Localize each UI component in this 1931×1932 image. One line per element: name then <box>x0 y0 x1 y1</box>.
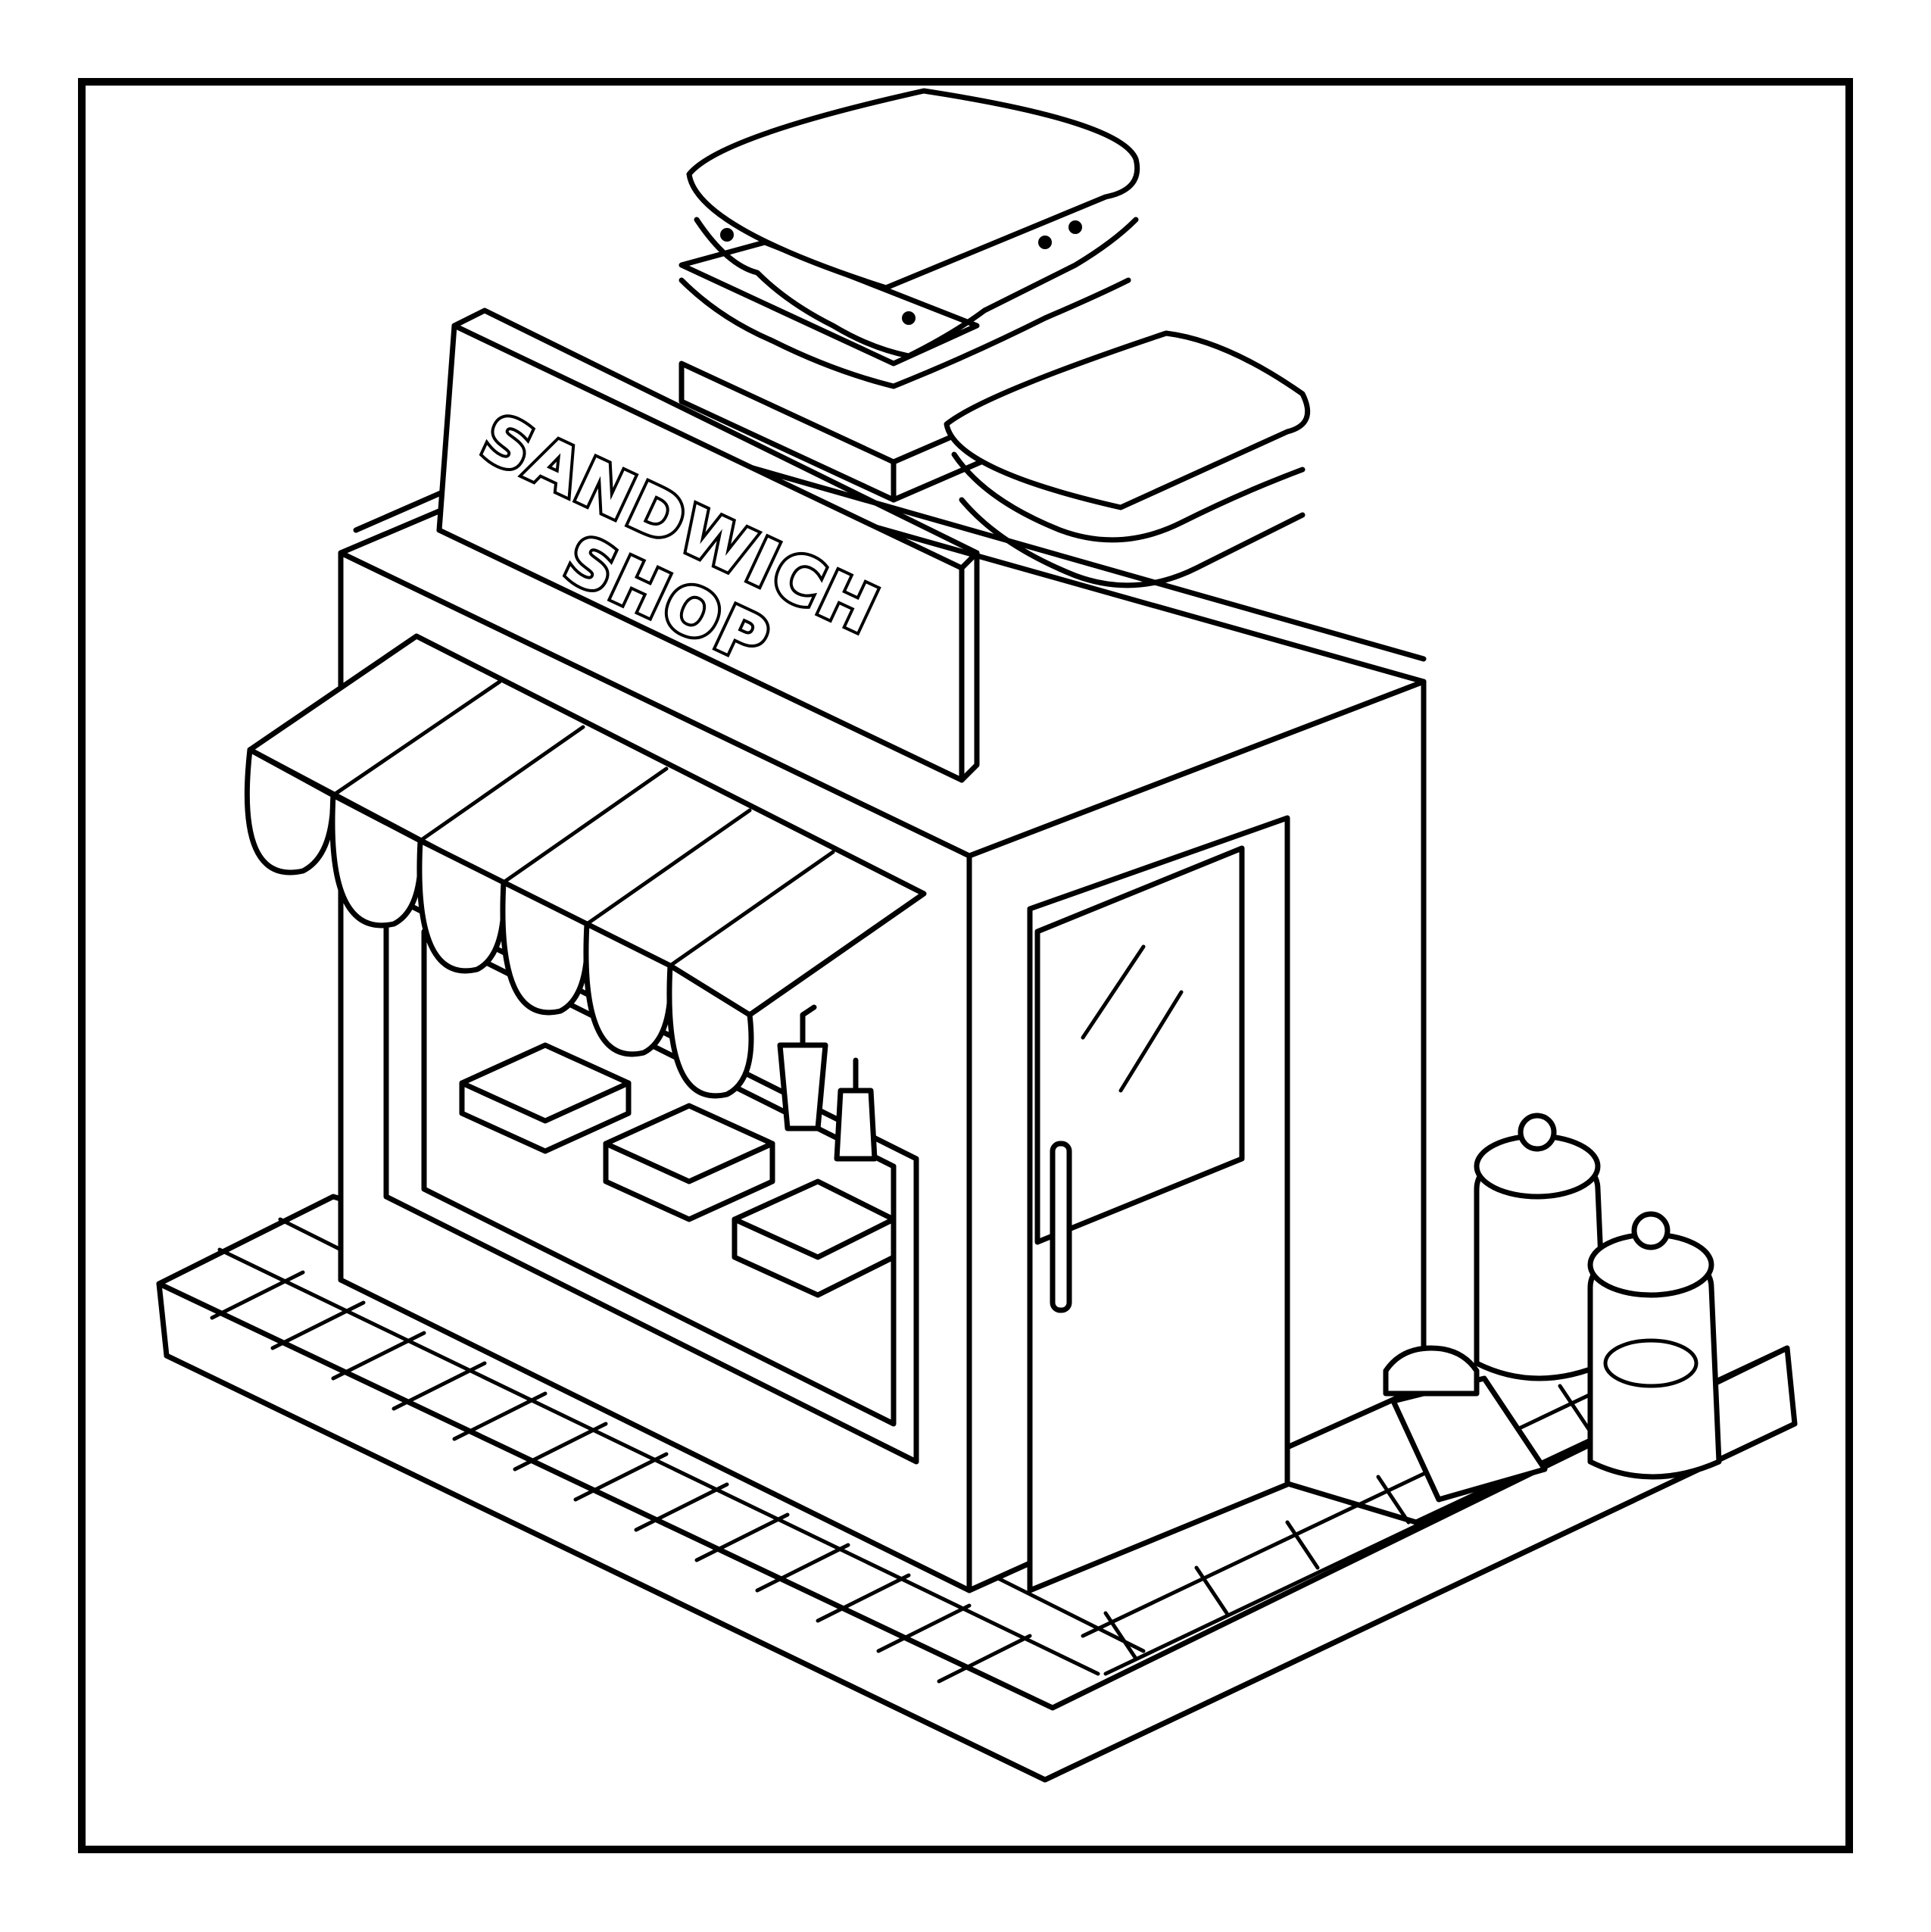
awning <box>244 633 927 1099</box>
window-drinks <box>777 1004 878 1162</box>
jars <box>1383 1113 1722 1503</box>
window-sandwiches <box>459 1042 897 1298</box>
page-border <box>78 78 1853 1853</box>
roof-sandwich-small <box>944 330 1311 588</box>
shop-sign <box>436 307 980 783</box>
shop-door <box>1027 815 1290 1593</box>
